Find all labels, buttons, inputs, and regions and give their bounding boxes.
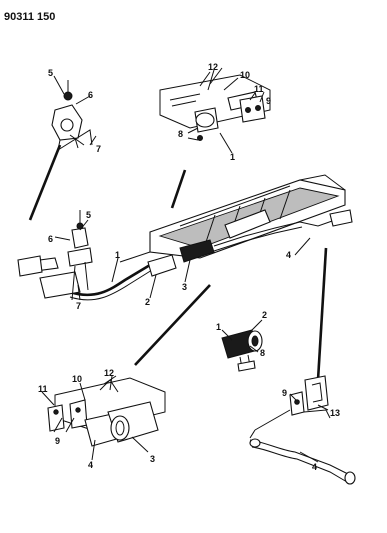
detail-top-right bbox=[159, 67, 271, 141]
vehicle-frame bbox=[119, 174, 346, 263]
exhaust-pipe-run bbox=[24, 209, 353, 301]
callout-bl-3: 3 bbox=[150, 454, 155, 464]
tailpipe-end bbox=[329, 209, 353, 227]
detail-middle-right bbox=[221, 329, 263, 372]
manifold-left bbox=[39, 271, 81, 299]
callout-labels: 5 6 7 12 10 11 9 8 1 5 6 1 7 2 3 4 1 2 8… bbox=[38, 62, 340, 472]
callout-tl-6: 6 bbox=[88, 90, 93, 100]
callout-leaders bbox=[41, 69, 329, 463]
detail-top-left bbox=[51, 80, 93, 151]
callout-mr-1: 1 bbox=[216, 322, 221, 332]
callout-tl-5: 5 bbox=[48, 68, 53, 78]
callout-tr-10: 10 bbox=[240, 70, 250, 80]
callout-bl-11: 11 bbox=[38, 384, 48, 394]
callout-m-1: 1 bbox=[115, 250, 120, 260]
detail-middle-left bbox=[17, 210, 93, 301]
callout-bl-9: 9 bbox=[55, 436, 60, 446]
muffler-center bbox=[179, 239, 215, 263]
leader-lines bbox=[28, 144, 328, 381]
callout-mr-8: 8 bbox=[260, 348, 265, 358]
callout-br-9: 9 bbox=[282, 388, 287, 398]
callout-m-4: 4 bbox=[286, 250, 291, 260]
callout-bl-10: 10 bbox=[72, 374, 82, 384]
detail-bottom-right bbox=[249, 375, 356, 485]
callout-tl-7: 7 bbox=[96, 144, 101, 154]
callout-tr-1: 1 bbox=[230, 152, 235, 162]
callout-br-13: 13 bbox=[330, 408, 340, 418]
callout-tr-9: 9 bbox=[266, 96, 271, 106]
callout-m-2: 2 bbox=[145, 297, 150, 307]
callout-bl-4: 4 bbox=[88, 460, 93, 470]
callout-m-6: 6 bbox=[48, 234, 53, 244]
callout-m-5: 5 bbox=[86, 210, 91, 220]
part-number: 90311 150 bbox=[4, 11, 55, 23]
callout-m-7: 7 bbox=[76, 301, 81, 311]
detail-bottom-left bbox=[47, 375, 166, 447]
callout-tr-12: 12 bbox=[208, 62, 218, 72]
callout-bl-12: 12 bbox=[104, 368, 114, 378]
callout-tr-11: 11 bbox=[254, 84, 264, 94]
callout-br-4: 4 bbox=[312, 462, 317, 472]
catalytic-converter-center bbox=[147, 254, 177, 277]
callout-m-3: 3 bbox=[182, 282, 187, 292]
callout-mr-2: 2 bbox=[262, 310, 267, 320]
callout-tr-8: 8 bbox=[178, 129, 183, 139]
